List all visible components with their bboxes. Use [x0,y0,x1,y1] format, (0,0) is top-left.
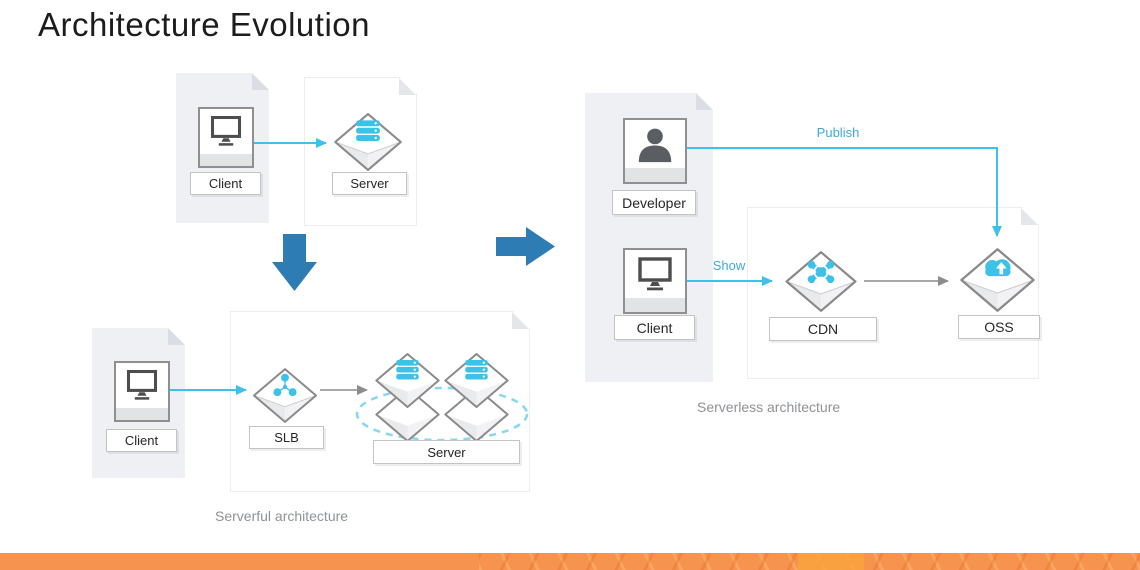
cdn-node [782,250,860,313]
footer-highlight-patch [798,553,864,570]
client-icon-box [198,107,254,168]
server-label-text: Server [427,444,466,460]
panel-fold [1021,208,1038,225]
slb-node [252,367,318,424]
developer-label-text: Developer [622,194,686,211]
developer-label: Developer [612,190,696,215]
panel-fold [168,328,185,345]
client-label: Client [106,429,177,452]
client-icon-box [114,361,170,422]
slb-label: SLB [249,426,324,449]
monitor-icon [126,369,158,400]
down-block-arrow-icon [272,234,317,291]
icon-box-band [200,154,252,166]
icon-box-band [625,168,685,182]
client-label: Client [614,315,695,340]
panel-fold [512,312,529,329]
panel-fold [696,93,713,110]
client-label-text: Client [636,319,673,336]
page-title: Architecture Evolution [38,6,370,43]
cdn-node-icon [785,251,857,312]
client-label: Client [190,172,261,195]
serverless-caption: Serverless architecture [697,399,841,415]
load-balancer-icon [252,368,318,423]
oss-label: OSS [958,315,1040,339]
footer-accent-bar [0,553,1140,570]
developer-icon-box [623,118,687,184]
server-stack-icon [334,113,402,171]
client-icon-box [623,248,687,314]
serverful-caption: Serverful architecture [215,508,349,524]
monitor-icon [638,257,672,291]
cdn-label-text: CDN [807,321,839,337]
server-stack-icon [375,352,440,409]
panel-fold [399,78,416,95]
oss-label-text: OSS [984,319,1014,335]
cloud-upload-icon [960,248,1035,312]
client-label-text: Client [208,176,243,191]
publish-arrow-label: Publish [816,125,860,140]
server-node [443,352,510,409]
server-label: Server [332,172,407,195]
icon-box-band [116,408,168,420]
server-label-text: Server [350,176,389,191]
server-node [374,352,441,409]
server-stack-icon [444,352,509,409]
monitor-icon [210,115,242,146]
show-arrow-label: Show [712,258,746,273]
panel-fold [252,73,269,90]
client-label-text: Client [124,433,159,448]
icon-box-band [625,298,685,312]
slb-label-text: SLB [274,430,299,445]
server-node [333,112,403,172]
oss-node [958,247,1037,313]
person-icon [638,128,672,163]
cdn-label: CDN [769,317,877,341]
server-cluster-label: Server [373,440,520,464]
right-block-arrow-icon [496,227,555,266]
